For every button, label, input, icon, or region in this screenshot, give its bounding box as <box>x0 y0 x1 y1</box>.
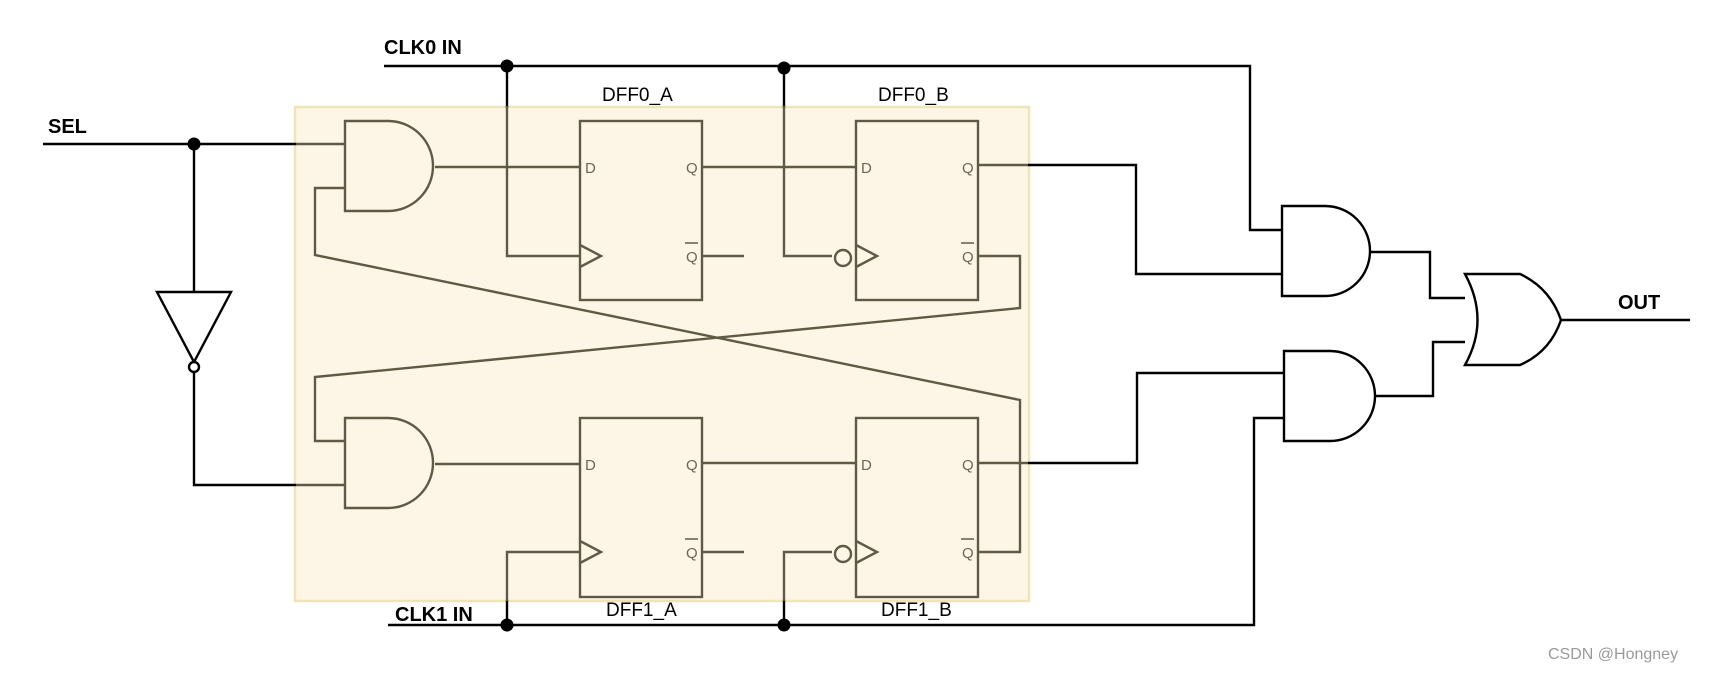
dff0-a-label: DFF0_A <box>602 85 673 106</box>
pin-q-label: Q <box>686 457 698 474</box>
clk1-in-label: CLK1 IN <box>395 604 473 626</box>
pin-qbar-label: Q <box>686 545 698 562</box>
or-gate-output <box>1462 272 1563 367</box>
flipflop-dff0-a: D Q Q <box>578 119 704 302</box>
pin-q-label: Q <box>962 160 974 177</box>
internal-wires <box>296 106 1028 601</box>
pin-qbar-label: Q <box>962 249 974 266</box>
pin-q-label: Q <box>962 457 974 474</box>
out-label: OUT <box>1618 292 1660 314</box>
sel-label: SEL <box>48 116 87 138</box>
dff1-b-label: DFF1_B <box>881 600 952 621</box>
external-wires <box>43 64 1690 627</box>
watermark: CSDN @Hongney <box>1548 646 1678 663</box>
pin-d-label: D <box>585 160 596 177</box>
flipflop-dff1-b: D Q Q <box>833 416 980 599</box>
pin-qbar-label: Q <box>962 545 974 562</box>
clk0-in-label: CLK0 IN <box>384 37 462 59</box>
and-gate-upper-inner <box>343 119 435 213</box>
dff0-b-label: DFF0_B <box>878 85 949 106</box>
pin-d-label: D <box>861 457 872 474</box>
pin-d-label: D <box>585 457 596 474</box>
and-gate-lower-output <box>1282 349 1377 443</box>
inverter <box>155 290 233 374</box>
junction-dots <box>187 59 791 632</box>
dff1-a-label: DFF1_A <box>606 600 677 621</box>
and-gate-upper-output <box>1280 204 1372 298</box>
flipflop-dff0-b: D Q Q <box>833 119 980 302</box>
pin-qbar-label: Q <box>686 249 698 266</box>
flipflop-dff1-a: D Q Q <box>578 416 704 599</box>
pin-d-label: D <box>861 160 872 177</box>
and-gate-lower-inner <box>343 416 435 510</box>
pin-q-label: Q <box>686 160 698 177</box>
